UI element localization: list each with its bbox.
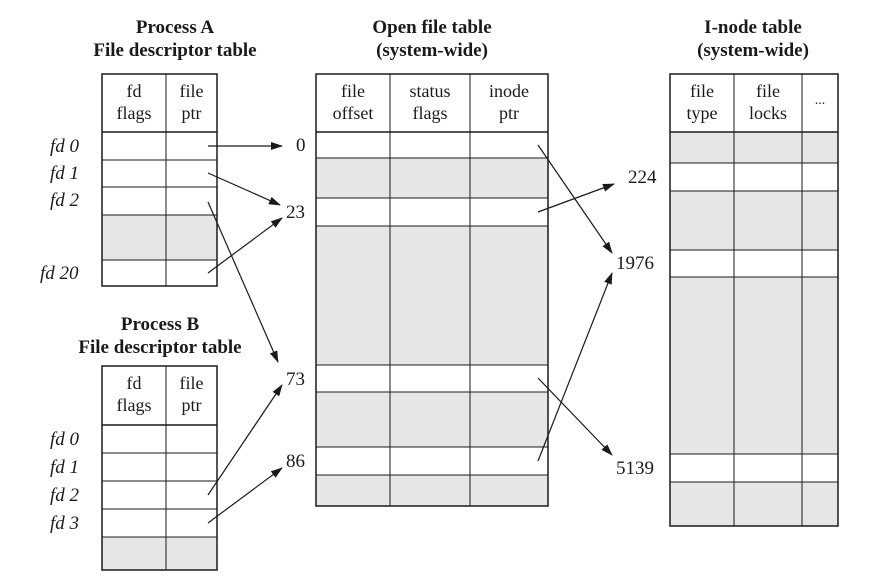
oft-index-label: 23 — [286, 202, 305, 223]
oft-index-label: 86 — [286, 451, 305, 472]
inode-index-label: 224 — [628, 167, 657, 188]
process-a-fd-label: fd 20 — [40, 263, 79, 284]
arrow-b-fd2-to-73 — [207, 384, 283, 496]
inode-col-file-locks: file locks — [749, 81, 787, 123]
inode-table — [669, 73, 839, 527]
process-a-col-file-ptr: file ptr — [179, 81, 204, 123]
process-a-fd-label: fd 1 — [50, 163, 80, 184]
inode-table-title: I-node table (system-wide) — [668, 16, 838, 62]
inode-col-more: ... — [814, 93, 826, 108]
process-b-fd-label: fd 0 — [50, 429, 80, 450]
process-b-arrows — [207, 384, 283, 524]
oft-col-file-offset: file offset — [332, 81, 374, 123]
arrow-oft86-to-1976 — [537, 272, 613, 462]
arrow-a-fd2-to-73 — [207, 201, 279, 363]
oft-shaded-region — [316, 475, 548, 506]
arrow-a-fd1-to-23 — [207, 172, 281, 206]
oft-shaded-region — [316, 158, 548, 198]
inode-col-file-type: file type — [686, 81, 718, 123]
open-file-table — [315, 73, 549, 507]
open-file-table-title-line1: Open file table — [372, 17, 492, 38]
process-a-fd-label: fd 0 — [50, 136, 80, 157]
process-b-fd-label: fd 2 — [50, 485, 80, 506]
oft-col-status-flags: status flags — [409, 81, 451, 123]
inode-table-title-line1: I-node table — [704, 17, 802, 38]
process-b-title-line2: File descriptor table — [78, 337, 242, 358]
oft-shaded-region — [316, 392, 548, 447]
process-b-fd-label: fd 1 — [50, 457, 80, 478]
arrow-a-fd20-to-23 — [207, 217, 283, 274]
inode-shaded-region — [670, 191, 838, 250]
process-b-shaded-row — [102, 537, 217, 570]
inode-index-label: 1976 — [616, 253, 654, 274]
process-b-col-fd-flags: fd flags — [116, 373, 152, 415]
open-file-table-title: Open file table (system-wide) — [316, 16, 548, 62]
process-b-fd-table — [101, 365, 218, 571]
process-a-fd-label: fd 2 — [50, 190, 80, 211]
inode-shaded-region — [670, 482, 838, 526]
oft-index-label: 73 — [286, 369, 305, 390]
oft-to-inode-arrows — [537, 144, 615, 462]
inode-index-label: 5139 — [616, 458, 654, 479]
inode-table-title-line2: (system-wide) — [697, 40, 809, 61]
process-b-title: Process B File descriptor table — [50, 313, 270, 359]
inode-shaded-region — [670, 132, 838, 163]
process-a-title-line2: File descriptor table — [93, 40, 257, 61]
inode-shaded-region — [670, 277, 838, 454]
process-a-title-line1: Process A — [135, 17, 215, 38]
process-a-title: Process A File descriptor table — [60, 16, 290, 62]
arrow-oft23-to-224 — [537, 183, 615, 213]
arrow-oft73-to-5139 — [537, 377, 613, 456]
process-a-fd-table — [101, 73, 218, 287]
process-b-fd-label: fd 3 — [50, 513, 80, 534]
process-b-title-line1: Process B — [120, 314, 200, 335]
process-b-col-file-ptr: file ptr — [179, 373, 204, 415]
oft-col-inode-ptr: inode ptr — [489, 81, 529, 123]
arrow-b-fd3-to-86 — [207, 467, 283, 524]
process-a-arrows — [207, 142, 283, 363]
process-a-shaded-row — [102, 215, 217, 260]
process-a-col-fd-flags: fd flags — [116, 81, 152, 123]
oft-index-label: 0 — [296, 135, 306, 156]
oft-shaded-region — [316, 226, 548, 365]
open-file-table-title-line2: (system-wide) — [376, 40, 488, 61]
